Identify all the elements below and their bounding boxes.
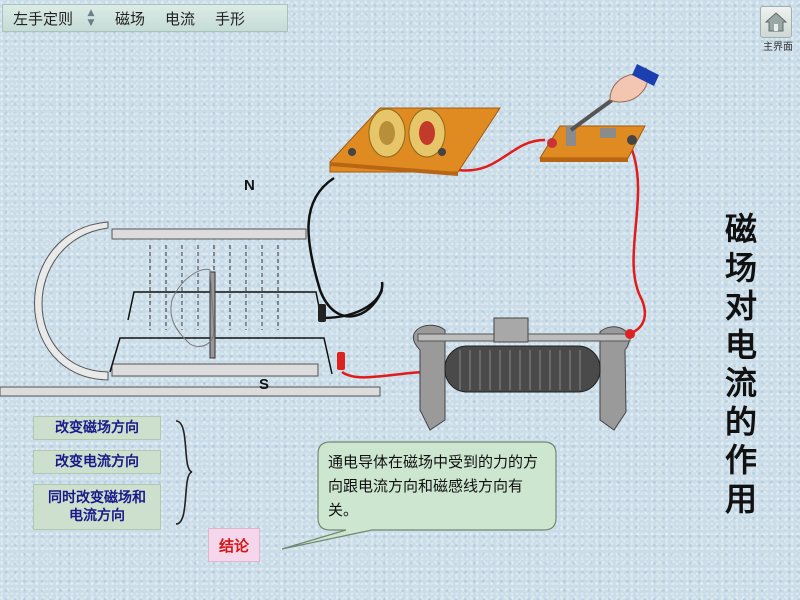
rheostat-icon <box>412 317 635 431</box>
brace-icon <box>175 420 193 525</box>
pole-north-label: N <box>244 177 255 194</box>
conclusion-button[interactable]: 结论 <box>208 528 260 562</box>
callout-bubble <box>281 441 557 550</box>
red-wire-right <box>625 149 647 336</box>
electromagnet-icon <box>329 107 501 176</box>
terminal-red <box>337 352 345 370</box>
black-wire <box>307 176 384 318</box>
magnet-icon <box>0 221 381 397</box>
menu-item-current[interactable]: 电流 <box>165 9 196 28</box>
vertical-title: 磁场对电流的作用 <box>724 210 757 518</box>
top-menu-bar: 左手定则 ▲▼ 磁场 电流 手形 <box>2 4 288 32</box>
home-icon <box>765 12 787 32</box>
black-wire-lead <box>321 281 384 320</box>
up-down-arrows-icon[interactable]: ▲▼ <box>87 8 95 28</box>
option-change-current-direction[interactable]: 改变电流方向 <box>33 450 161 474</box>
option-change-field-direction[interactable]: 改变磁场方向 <box>33 416 161 440</box>
rail-lower <box>109 337 333 375</box>
rail-upper <box>127 291 323 323</box>
red-wire-top <box>457 138 546 172</box>
menu-title-left-hand-rule[interactable]: 左手定则 <box>13 9 74 28</box>
callout-text: 通电导体在磁场中受到的力的方向跟电流方向和磁感线方向有关。 <box>328 453 539 519</box>
home-button[interactable] <box>760 6 792 38</box>
menu-item-hand-shape[interactable]: 手形 <box>215 9 246 28</box>
home-label: 主界面 <box>763 42 793 53</box>
menu-item-magnetic-field[interactable]: 磁场 <box>115 9 146 28</box>
hand-icon <box>609 64 659 103</box>
switch-icon <box>539 98 646 162</box>
terminal-black <box>318 304 326 322</box>
pole-south-label: S <box>259 376 270 393</box>
option-change-both-directions[interactable]: 同时改变磁场和电流方向 <box>33 484 161 530</box>
left-hand-outline <box>170 268 215 347</box>
